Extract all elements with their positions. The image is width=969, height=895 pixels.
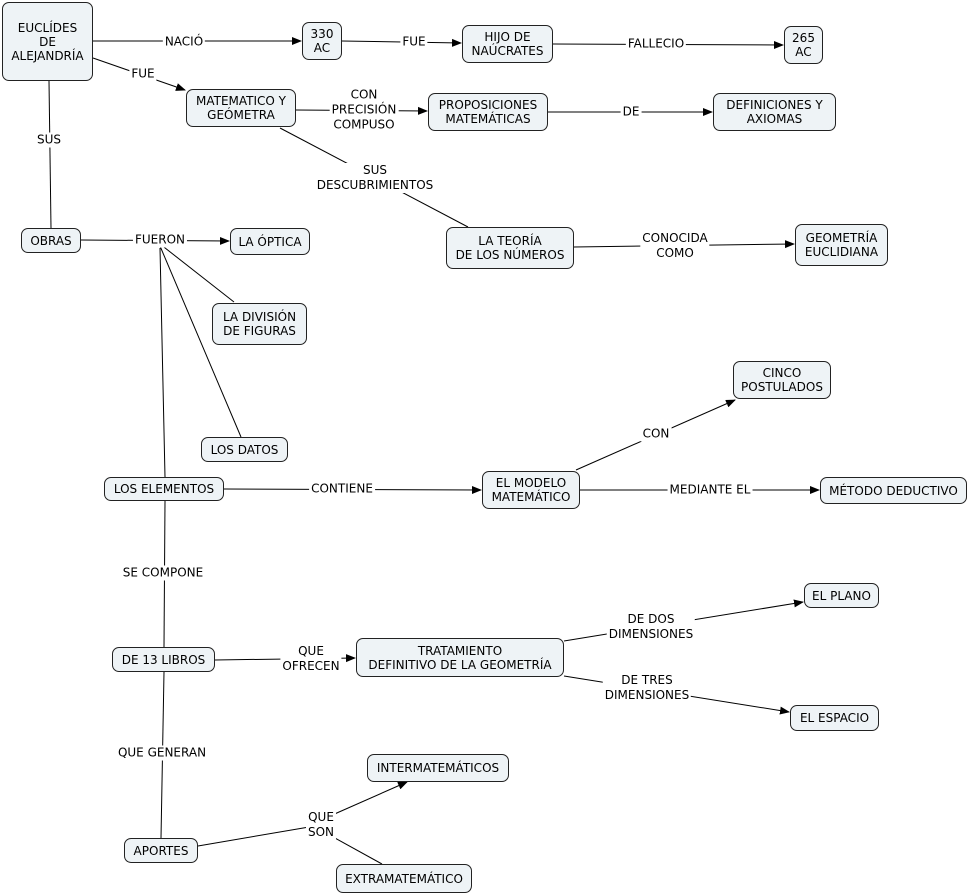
- label-de-tres-dimensiones: DE TRES DIMENSIONES: [602, 673, 692, 703]
- label-con-precision-compuso: CON PRECISIÓN COMPUSO: [329, 87, 399, 133]
- node-hijo-naucrates[interactable]: HIJO DE NAÚCRATES: [462, 25, 553, 63]
- node-obras[interactable]: OBRAS: [21, 228, 81, 253]
- label-se-compone: SE COMPONE: [120, 565, 206, 581]
- node-geometria-euclidiana[interactable]: GEOMETRÍA EUCLIDIANA: [795, 224, 888, 266]
- edge-fueron-division: [159, 243, 235, 303]
- node-teoria-numeros[interactable]: LA TEORÍA DE LOS NÚMEROS: [446, 227, 574, 269]
- label-sus-descubrimientos: SUS DESCUBRIMIENTOS: [314, 163, 436, 193]
- label-sus: SUS: [34, 132, 64, 148]
- node-extramatematico[interactable]: EXTRAMATEMÁTICO: [336, 864, 472, 893]
- node-proposiciones[interactable]: PROPOSICIONES MATEMÁTICAS: [428, 93, 548, 131]
- label-que-generan: QUE GENERAN: [115, 745, 209, 761]
- node-cinco-postulados[interactable]: CINCO POSTULADOS: [733, 361, 831, 399]
- node-el-plano[interactable]: EL PLANO: [804, 583, 879, 608]
- node-265-ac[interactable]: 265 AC: [784, 26, 823, 64]
- node-definiciones-axiomas[interactable]: DEFINICIONES Y AXIOMAS: [713, 93, 836, 131]
- label-que-son: QUE SON: [305, 810, 337, 840]
- edge-fueron-datos: [159, 245, 242, 438]
- label-fallecio: FALLECIO: [625, 36, 687, 52]
- edge-que-son-inter-arrow: [329, 781, 408, 817]
- node-los-elementos[interactable]: LOS ELEMENTOS: [104, 477, 224, 501]
- label-conocida-como: CONOCIDA COMO: [640, 231, 710, 261]
- node-euclides[interactable]: EUCLÍDES DE ALEJANDRÍA: [2, 2, 93, 81]
- node-division-figuras[interactable]: LA DIVISIÓN DE FIGURAS: [212, 303, 307, 345]
- node-330-ac[interactable]: 330 AC: [302, 22, 342, 60]
- edge-fueron-elementos: [159, 247, 166, 478]
- node-matematico-geometra[interactable]: MATEMATICO Y GEÓMETRA: [186, 89, 296, 127]
- label-de-dos-dimensiones: DE DOS DIMENSIONES: [606, 612, 696, 642]
- edge-que-son-inter: [197, 825, 316, 847]
- node-optica[interactable]: LA ÓPTICA: [230, 228, 310, 255]
- node-13-libros[interactable]: DE 13 LIBROS: [112, 647, 215, 672]
- node-el-espacio[interactable]: EL ESPACIO: [790, 705, 879, 731]
- label-de: DE: [620, 104, 642, 120]
- node-tratamiento-geometria[interactable]: TRATAMIENTO DEFINITIVO DE LA GEOMETRÍA: [356, 638, 564, 677]
- node-metodo-deductivo[interactable]: MÉTODO DEDUCTIVO: [820, 477, 967, 504]
- node-modelo-matematico[interactable]: EL MODELO MATEMÁTICO: [482, 471, 580, 509]
- label-fueron: FUERON: [132, 232, 188, 248]
- label-contiene: CONTIENE: [309, 481, 375, 497]
- node-intermatematicos[interactable]: INTERMATEMÁTICOS: [367, 754, 509, 782]
- edge-que-son-extra: [334, 837, 383, 865]
- label-que-ofrecen: QUE OFRECEN: [280, 644, 342, 674]
- label-con: CON: [640, 426, 672, 442]
- label-fue-matematico: FUE: [129, 66, 157, 82]
- node-aportes[interactable]: APORTES: [124, 838, 198, 863]
- label-nacio: NACIÓ: [162, 34, 206, 50]
- edge-sus: [48, 80, 52, 229]
- label-mediante-el: MEDIANTE EL: [667, 482, 753, 498]
- node-los-datos[interactable]: LOS DATOS: [201, 437, 288, 462]
- label-fue-hijo: FUE: [400, 34, 428, 50]
